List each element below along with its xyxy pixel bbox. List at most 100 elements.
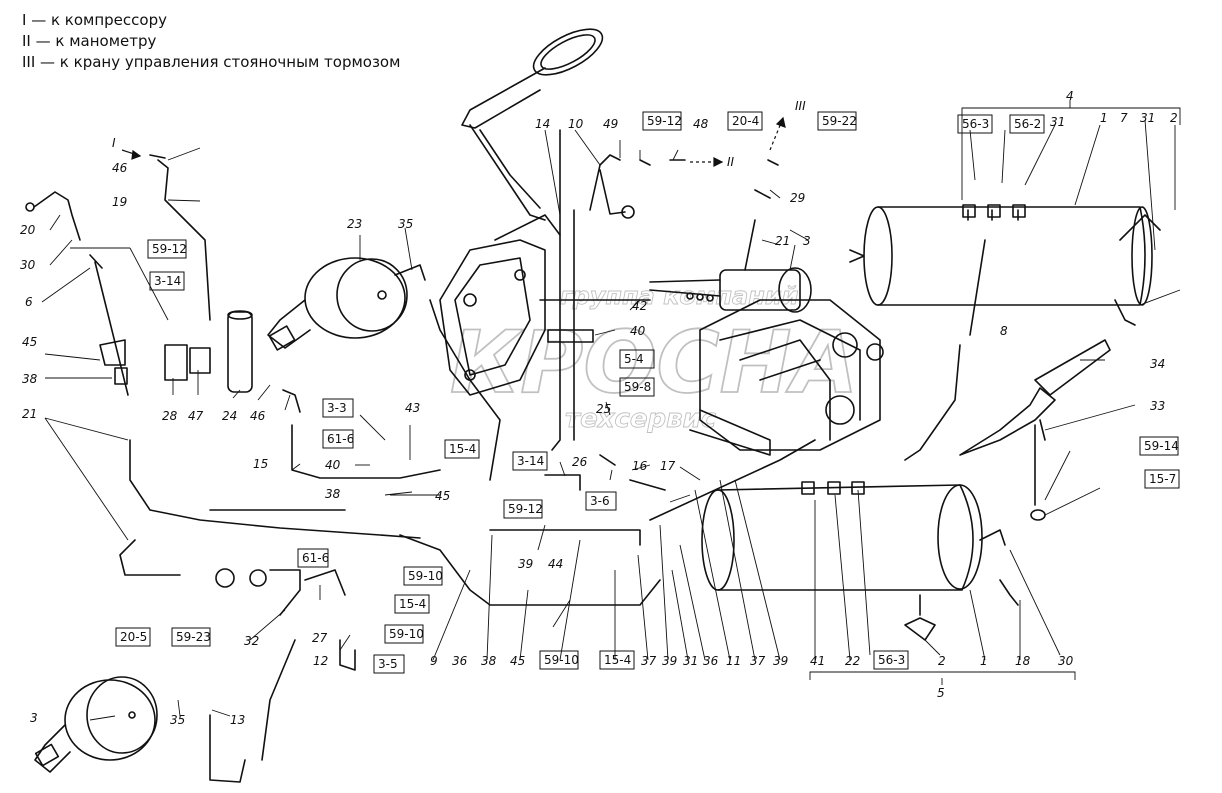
ref-box: 59-10 <box>389 627 424 641</box>
label-35: 35 <box>170 713 185 727</box>
ref-box: 15-7 <box>1149 472 1176 486</box>
ref-box: 56-3 <box>962 117 989 131</box>
label-31: 31 <box>683 654 698 668</box>
label-47: 47 <box>188 409 204 423</box>
watermark-line1: группа компаний <box>560 282 799 310</box>
arrow-markers: I II III <box>112 99 806 169</box>
label-11: 11 <box>726 654 741 668</box>
label-1: 1 <box>980 654 988 668</box>
label-37: 37 <box>641 654 657 668</box>
legend-item-gauge: II — к манометру <box>22 32 157 50</box>
ref-box: 15-4 <box>399 597 426 611</box>
roman-marker-two: II <box>727 155 735 169</box>
ref-box: 3-14 <box>154 274 181 288</box>
ref-box: 56-3 <box>878 653 905 667</box>
label-48: 48 <box>693 117 709 131</box>
label-41: 41 <box>810 654 825 668</box>
label-4: 4 <box>1066 89 1074 103</box>
air-receiver-top <box>849 204 1161 336</box>
label-44: 44 <box>548 557 563 571</box>
label-3: 3 <box>803 234 811 248</box>
label-2: 2 <box>938 654 946 668</box>
pipework <box>89 154 961 783</box>
roman-marker-three: III <box>795 99 806 113</box>
label-20: 20 <box>20 223 36 237</box>
label-37: 37 <box>750 654 766 668</box>
label-49: 49 <box>603 117 618 131</box>
label-18: 18 <box>1015 654 1031 668</box>
label-33: 33 <box>1150 399 1165 413</box>
label-42: 42 <box>632 299 647 313</box>
bracket-34 <box>959 339 1111 456</box>
label-25: 25 <box>596 402 611 416</box>
label-35: 35 <box>398 217 413 231</box>
ref-box: 3-6 <box>590 494 610 508</box>
brake-valve-assembly <box>649 267 884 456</box>
ref-box: 59-22 <box>822 114 857 128</box>
pedal-rod <box>547 129 635 451</box>
label-26: 26 <box>572 455 588 469</box>
ref-box: 5-4 <box>624 352 644 366</box>
brake-chamber-rear <box>34 676 158 773</box>
label-46: 46 <box>112 161 128 175</box>
watermark-line3: техсервис <box>565 404 717 434</box>
label-17: 17 <box>660 459 676 473</box>
label-28: 28 <box>162 409 178 423</box>
label-39: 39 <box>662 654 677 668</box>
legend-item-parking-brake: III — к крану управления стояночным торм… <box>22 53 401 71</box>
label-43: 43 <box>405 401 420 415</box>
small-fittings <box>25 159 1046 616</box>
label-7: 7 <box>1120 111 1128 125</box>
label-45: 45 <box>22 335 37 349</box>
label-45: 45 <box>435 489 450 503</box>
label-38: 38 <box>22 372 38 386</box>
label-23: 23 <box>347 217 362 231</box>
label-1: 1 <box>1100 111 1108 125</box>
ref-box: 20-5 <box>120 630 147 644</box>
label-36: 36 <box>703 654 719 668</box>
watermark: группа компаний КРОСНА техсервис <box>449 282 859 435</box>
ref-box: 3-5 <box>378 657 398 671</box>
reference-boxes: 59-12 20-4 59-22 56-3 56-2 59-12 3-14 3-… <box>115 111 1180 674</box>
label-6: 6 <box>25 295 33 309</box>
ref-box: 15-4 <box>604 653 631 667</box>
label-9: 9 <box>430 654 438 668</box>
ref-box: 59-14 <box>1144 439 1179 453</box>
label-27: 27 <box>312 631 328 645</box>
label-3: 3 <box>30 711 38 725</box>
ref-box: 3-14 <box>517 454 544 468</box>
label-40: 40 <box>325 458 341 472</box>
label-21: 21 <box>775 234 790 248</box>
label-36: 36 <box>452 654 468 668</box>
label-30: 30 <box>20 258 36 272</box>
legend-item-compressor: I — к компрессору <box>22 11 167 29</box>
label-21: 21 <box>22 407 37 421</box>
label-16: 16 <box>632 459 648 473</box>
label-8: 8 <box>1000 324 1008 338</box>
label-22: 22 <box>845 654 860 668</box>
air-receiver-bottom <box>701 481 1019 641</box>
label-13: 13 <box>230 713 245 727</box>
label-39: 39 <box>773 654 788 668</box>
ref-box: 59-23 <box>176 630 211 644</box>
label-19: 19 <box>112 195 127 209</box>
label-14: 14 <box>535 117 550 131</box>
ref-box: 59-10 <box>408 569 443 583</box>
label-2: 2 <box>1170 111 1178 125</box>
label-12: 12 <box>313 654 328 668</box>
ref-box: 59-12 <box>152 242 187 256</box>
roman-marker-one: I <box>112 136 116 150</box>
leader-lines <box>41 100 1181 721</box>
ref-box: 56-2 <box>1014 117 1041 131</box>
part-labels: 1 7 31 2 4 31 29 21 3 8 34 33 14 10 49 4… <box>20 89 1178 727</box>
label-29: 29 <box>790 191 805 205</box>
ref-box: 15-4 <box>449 442 476 456</box>
label-32: 32 <box>244 634 259 648</box>
brake-chamber-front <box>267 257 426 351</box>
ref-box: 61-6 <box>327 432 354 446</box>
label-34: 34 <box>1150 357 1165 371</box>
legend: I — к компрессору II — к манометру III —… <box>22 10 400 73</box>
label-45: 45 <box>510 654 525 668</box>
label-46: 46 <box>250 409 266 423</box>
